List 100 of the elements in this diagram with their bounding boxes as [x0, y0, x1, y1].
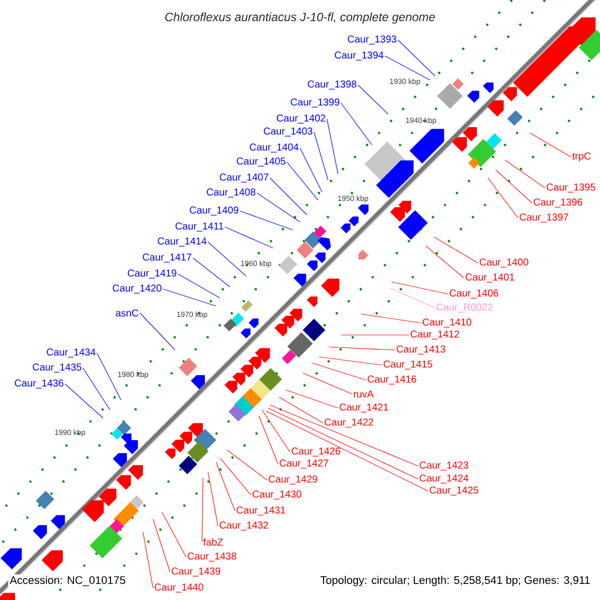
- gene-label: Caur_1439: [172, 568, 220, 576]
- leader-line: [258, 416, 278, 464]
- leader-line: [318, 356, 382, 366]
- gene-label: Caur_1427: [280, 460, 328, 468]
- leader-line: [384, 56, 430, 80]
- leader-line: [496, 170, 532, 204]
- leader-line: [390, 288, 436, 308]
- leader-line: [302, 372, 352, 394]
- gene-label: Caur_1395: [546, 184, 596, 192]
- leader-line: [530, 132, 572, 158]
- leader-line: [358, 84, 388, 114]
- leader-line: [312, 362, 366, 380]
- leader-line: [82, 368, 110, 410]
- gene-label: Caur_1417: [142, 254, 192, 262]
- gene-label: Caur_1438: [188, 552, 236, 562]
- gene-label: Caur_1414: [158, 238, 206, 246]
- leader-line: [398, 40, 436, 76]
- gene-label: Caur_1419: [128, 270, 176, 278]
- leader-line: [270, 178, 308, 216]
- gene-label: Caur_1436: [14, 380, 64, 388]
- leader-line: [208, 242, 246, 276]
- leader-line: [202, 478, 204, 542]
- gene-label: Caur_1413: [396, 346, 446, 354]
- leader-line: [240, 210, 294, 230]
- gene-label: Caur_1435: [32, 364, 82, 372]
- leader-line: [314, 132, 328, 180]
- leader-line: [278, 396, 324, 424]
- leader-line: [220, 458, 252, 496]
- gene-label: Caur_1440: [154, 584, 204, 592]
- leader-line: [162, 512, 186, 558]
- gene-label: Caur_1431: [236, 506, 286, 516]
- leader-line: [504, 160, 546, 188]
- gene-label: Caur_1394: [334, 52, 384, 60]
- gene-label: Caur_1406: [450, 290, 498, 298]
- leader-line: [142, 532, 154, 588]
- gene-label: Caur_1415: [384, 360, 432, 370]
- leader-line: [326, 118, 338, 174]
- gene-label: Caur_1393: [348, 36, 396, 44]
- gene-label: Caur_1408: [206, 188, 256, 198]
- gene-label: Caur_1401: [466, 274, 514, 282]
- leader-line: [96, 352, 122, 400]
- leader-line: [64, 384, 104, 418]
- gene-label: Caur_1410: [422, 318, 472, 328]
- gene-label: Caur_1402: [276, 114, 326, 124]
- gene-label: Caur_1400: [480, 258, 528, 268]
- leader-line: [340, 334, 410, 336]
- genome-info-label: Topology: circular; Length: 5,258,541 bp; Genes: 3,911: [318, 574, 592, 588]
- gene-label: Caur_1423: [420, 462, 468, 470]
- leader-line: [392, 282, 448, 294]
- leader-line: [140, 312, 176, 350]
- gene-label: Caur_1407: [220, 174, 268, 182]
- gene-label: Caur_1411: [176, 222, 224, 232]
- gene-label: Caur_R0022: [436, 304, 492, 312]
- leader-line: [268, 408, 418, 480]
- leader-line: [328, 346, 396, 350]
- gene-label: Caur_1426: [292, 448, 340, 456]
- gene-label: Caur_1420: [112, 284, 162, 294]
- leader-line: [360, 314, 422, 324]
- gene-label: Caur_1412: [410, 330, 460, 340]
- gene-label: Caur_1399: [290, 98, 340, 108]
- gene-label: trpC: [572, 152, 591, 162]
- leader-line: [426, 246, 464, 278]
- leader-line: [152, 518, 170, 572]
- gene-label: Caur_1425: [430, 486, 478, 496]
- gene-label: Caur_1409: [190, 206, 238, 216]
- leader-line: [286, 162, 318, 200]
- leader-line: [262, 410, 290, 452]
- leader-line: [270, 404, 418, 466]
- leader-line: [300, 148, 322, 192]
- leader-line: [162, 288, 216, 306]
- gene-label: Caur_1396: [534, 198, 582, 208]
- gene-label: Caur_1403: [264, 128, 312, 136]
- gene-label: Caur_1416: [368, 376, 416, 384]
- leader-line: [434, 236, 478, 264]
- leader-line: [256, 192, 300, 222]
- gene-label: asnC: [116, 309, 138, 317]
- leader-line: [178, 274, 220, 298]
- leader-line: [192, 258, 230, 288]
- gene-label: fabZ: [203, 538, 223, 546]
- gene-label: Caur_1404: [250, 144, 298, 152]
- leader-line: [208, 472, 218, 526]
- leader-line: [224, 226, 274, 248]
- gene-label: Caur_1429: [268, 476, 318, 484]
- leader-line: [266, 410, 428, 492]
- gene-label: Caur_1422: [324, 418, 374, 428]
- leader-line: [226, 450, 268, 480]
- gene-label: ruvA: [354, 390, 374, 398]
- leader-line: [488, 178, 518, 218]
- gene-label: Caur_1405: [236, 158, 286, 166]
- leader-line: [216, 462, 236, 512]
- gene-label: Caur_1421: [340, 404, 388, 412]
- gene-label: Caur_1424: [420, 474, 468, 484]
- gene-label: Caur_1434: [46, 348, 96, 358]
- accession-label: Accession: NC_010175: [8, 574, 128, 588]
- leader-line: [340, 102, 372, 146]
- gene-label: Caur_1397: [520, 214, 568, 222]
- leader-line: [286, 390, 338, 408]
- gene-label: Caur_1432: [220, 522, 268, 530]
- gene-label: Caur_1430: [252, 490, 302, 500]
- title: Chloroflexus aurantiacus J-10-fl, complete genome: [165, 12, 435, 24]
